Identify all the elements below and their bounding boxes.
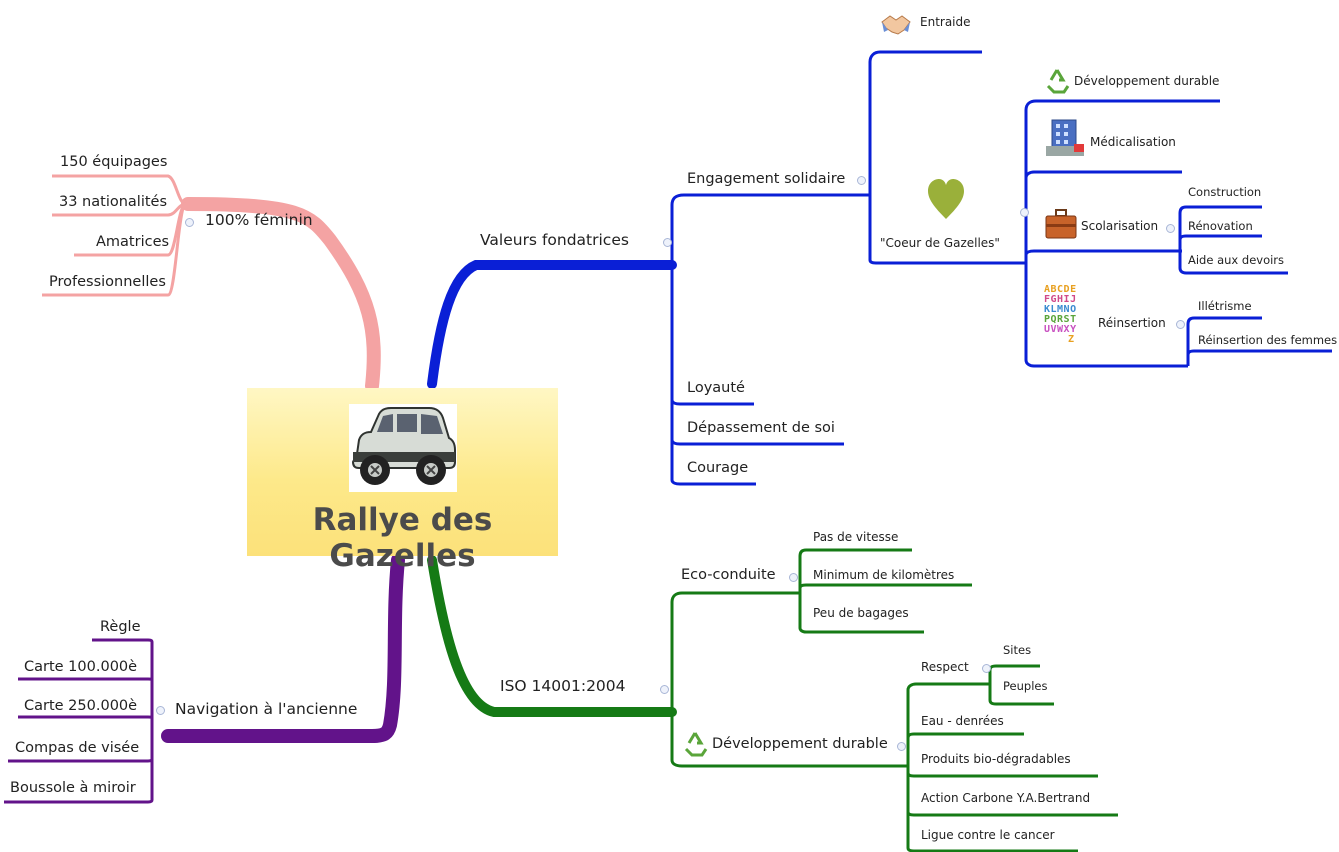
navigation-item[interactable]: Règle: [100, 619, 141, 635]
heart-icon: [928, 179, 964, 219]
coeur-topic[interactable]: "Coeur de Gazelles": [880, 236, 1000, 250]
valeurs-item[interactable]: Courage: [687, 460, 749, 476]
recycle-icon: [684, 732, 708, 757]
coeur-item[interactable]: Développement durable: [1074, 74, 1220, 88]
feminin-collapse-toggle[interactable]: [185, 218, 194, 227]
briefcase-icon: [1045, 209, 1077, 239]
car-icon: [349, 404, 457, 492]
alphabet-row: KLMNO: [1044, 304, 1077, 315]
eco-conduite-item[interactable]: Peu de bagages: [813, 606, 909, 620]
valeurs-branch-lines: [427, 50, 1332, 486]
coeur-collapse-toggle[interactable]: [1020, 208, 1029, 217]
scolarisation-item[interactable]: Rénovation: [1188, 219, 1253, 233]
valeurs-topic[interactable]: Valeurs fondatrices: [480, 231, 629, 249]
alphabet-row: ABCDE: [1044, 284, 1077, 295]
eco-conduite-item[interactable]: Pas de vitesse: [813, 530, 899, 544]
dev-durable-topic[interactable]: Développement durable: [712, 736, 888, 752]
alphabet-row: FGHIJ: [1044, 294, 1077, 305]
feminin-item[interactable]: 33 nationalités: [59, 194, 168, 210]
scolarisation-item[interactable]: Aide aux devoirs: [1188, 253, 1285, 267]
dev-durable-collapse-toggle[interactable]: [897, 742, 906, 751]
navigation-item[interactable]: Compas de visée: [15, 740, 140, 756]
dev-durable-item[interactable]: Action Carbone Y.A.Bertrand: [921, 791, 1091, 805]
respect-topic[interactable]: Respect: [921, 660, 969, 674]
reinsertion-topic[interactable]: Réinsertion: [1098, 316, 1166, 330]
navigation-item[interactable]: Carte 250.000è: [24, 698, 138, 714]
central-topic-title: Rallye des Gazelles: [312, 502, 493, 574]
dev-durable-item[interactable]: Eau - denrées: [921, 714, 1004, 728]
feminin-branch-lines: [42, 174, 381, 393]
iso-branch-lines: [427, 548, 1118, 852]
valeurs-item[interactable]: Dépassement de soi: [687, 420, 835, 436]
reinsertion-item[interactable]: Réinsertion des femmes: [1198, 333, 1338, 347]
engagement-collapse-toggle[interactable]: [857, 176, 866, 185]
hospital-icon: [1046, 119, 1084, 156]
scolarisation-collapse-toggle[interactable]: [1166, 224, 1175, 233]
feminin-item[interactable]: 150 équipages: [60, 154, 168, 170]
alphabet-row: PQRST: [1044, 314, 1077, 325]
recycle-icon: [1046, 69, 1070, 94]
valeurs-collapse-toggle[interactable]: [663, 238, 672, 247]
feminin-item[interactable]: Amatrices: [96, 234, 170, 250]
reinsertion-collapse-toggle[interactable]: [1176, 320, 1185, 329]
respect-item[interactable]: Peuples: [1003, 679, 1048, 693]
navigation-item[interactable]: Carte 100.000è: [24, 659, 138, 675]
alphabet-row: UVWXY: [1044, 324, 1077, 335]
eco-conduite-topic[interactable]: Eco-conduite: [681, 567, 776, 583]
handshake-icon: [881, 15, 911, 35]
eco-conduite-item[interactable]: Minimum de kilomètres: [813, 568, 955, 582]
navigation-topic[interactable]: Navigation à l'ancienne: [175, 700, 358, 718]
dev-durable-item[interactable]: Ligue contre le cancer: [921, 828, 1055, 842]
scolarisation-topic[interactable]: Scolarisation: [1081, 219, 1159, 233]
engagement-topic[interactable]: Engagement solidaire: [687, 171, 846, 187]
navigation-item[interactable]: Boussole à miroir: [10, 780, 136, 796]
coeur-item[interactable]: Médicalisation: [1090, 135, 1176, 149]
valeurs-item[interactable]: Loyauté: [687, 380, 745, 396]
reinsertion-item[interactable]: Illétrisme: [1198, 299, 1252, 313]
feminin-item[interactable]: Professionnelles: [49, 274, 166, 290]
entraide-item[interactable]: Entraide: [920, 15, 971, 29]
dev-durable-item[interactable]: Produits bio-dégradables: [921, 752, 1071, 766]
iso-topic[interactable]: ISO 14001:2004: [500, 677, 626, 695]
eco-conduite-collapse-toggle[interactable]: [789, 573, 798, 582]
navigation-collapse-toggle[interactable]: [156, 706, 165, 715]
respect-collapse-toggle[interactable]: [982, 664, 991, 673]
iso-collapse-toggle[interactable]: [660, 685, 669, 694]
alphabet-icon: ABCDE FGHIJ KLMNO PQRST UVWXY Z: [1044, 285, 1077, 345]
scolarisation-item[interactable]: Construction: [1188, 185, 1262, 199]
navigation-branch-lines: [4, 553, 405, 804]
alphabet-row: Z: [1068, 334, 1075, 345]
respect-item[interactable]: Sites: [1003, 643, 1032, 657]
feminin-topic[interactable]: 100% féminin: [205, 211, 313, 229]
